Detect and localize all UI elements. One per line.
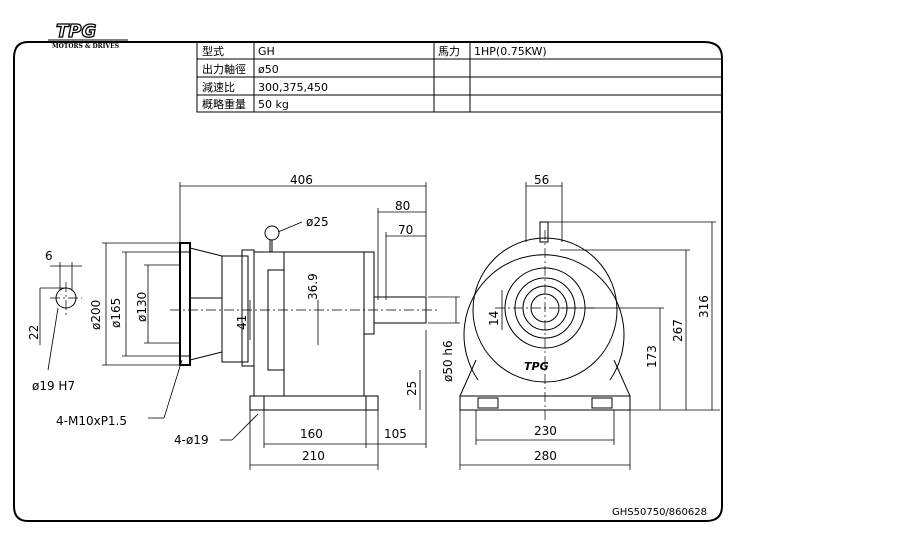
spec-label-shaft: 出力軸徑 bbox=[202, 62, 246, 76]
spec-value-ratio: 300,375,450 bbox=[258, 81, 328, 94]
dim-41: 41 bbox=[235, 315, 249, 330]
spec-label-power: 馬力 bbox=[438, 45, 460, 58]
dim-front-width: 56 bbox=[534, 173, 549, 187]
dim-base-holes: 4-ø19 bbox=[174, 433, 209, 447]
input-bore-detail: 6 22 ø19 H7 bbox=[27, 249, 82, 393]
brand-logo: TPG MOTORS & DRIVES bbox=[48, 20, 128, 50]
dim-input-height: 22 bbox=[27, 325, 41, 340]
dim-overall-length: 406 bbox=[290, 173, 313, 187]
front-dimensions: 56 14 173 267 316 230 280 bbox=[459, 173, 720, 470]
spec-value-weight: 50 kg bbox=[258, 98, 289, 111]
dim-eyebolt: ø25 bbox=[306, 215, 329, 229]
spec-value-shaft: ø50 bbox=[258, 63, 279, 76]
dim-80: 80 bbox=[395, 199, 410, 213]
spec-table: 型式 GH 出力軸徑 ø50 減速比 300,375,450 概略重量 50 k… bbox=[196, 42, 722, 113]
dim-front-inner: 230 bbox=[534, 424, 557, 438]
side-view bbox=[170, 225, 440, 411]
spec-label-model: 型式 bbox=[202, 44, 224, 58]
spec-value-model: GH bbox=[258, 45, 275, 58]
dim-foot-height: 25 bbox=[405, 381, 419, 396]
dim-total-height: 316 bbox=[697, 295, 711, 318]
drawing-frame bbox=[13, 41, 723, 522]
front-view: TPG bbox=[459, 221, 631, 420]
logo-text: TPG bbox=[56, 21, 96, 42]
dim-base-inner: 160 bbox=[300, 427, 323, 441]
dim-inner-dia: ø130 bbox=[135, 292, 149, 322]
front-logo: TPG bbox=[524, 360, 549, 373]
dim-flange-dia: ø200 bbox=[89, 300, 103, 330]
spec-label-weight: 概略重量 bbox=[202, 97, 246, 111]
dim-keyway: 14 bbox=[487, 311, 501, 326]
dim-center-height: 173 bbox=[645, 345, 659, 368]
dim-front-outer: 280 bbox=[534, 449, 557, 463]
drawing-number: GHS50750/860628 bbox=[612, 507, 707, 518]
dim-70: 70 bbox=[398, 223, 413, 237]
side-dimensions: 406 80 70 ø25 36.9 41 ø200 ø165 ø130 4-M… bbox=[56, 173, 460, 470]
dim-tapped-holes: 4-M10xP1.5 bbox=[56, 414, 127, 428]
dim-base-outer: 210 bbox=[302, 449, 325, 463]
logo-tagline: MOTORS & DRIVES bbox=[52, 43, 119, 50]
dim-input-bore: ø19 H7 bbox=[32, 379, 75, 393]
dim-267: 267 bbox=[671, 319, 685, 342]
dim-base-offset: 105 bbox=[384, 427, 407, 441]
dim-pilot-dia: ø165 bbox=[109, 298, 123, 328]
dim-input-width: 6 bbox=[45, 249, 53, 263]
spec-value-power: 1HP(0.75KW) bbox=[474, 45, 547, 58]
dim-shaft-center: 36.9 bbox=[306, 273, 320, 300]
dim-output-shaft: ø50 h6 bbox=[441, 340, 455, 382]
spec-label-ratio: 減速比 bbox=[202, 80, 235, 94]
